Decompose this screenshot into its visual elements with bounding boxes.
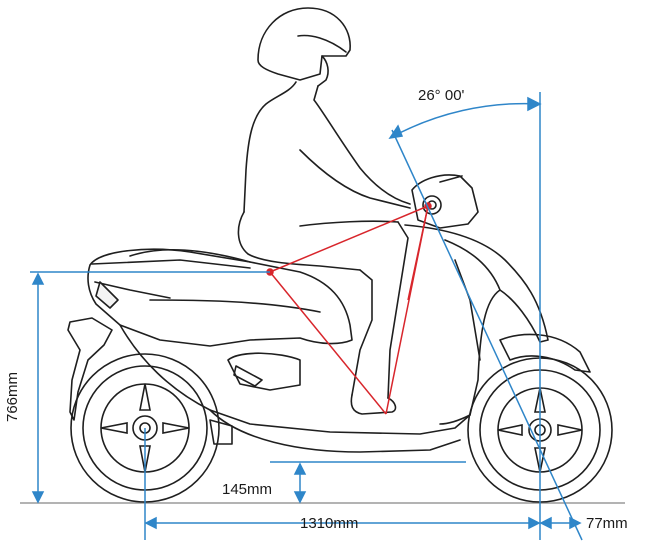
hand-to-foot-line-2: [407, 205, 429, 301]
caster-arrow-left: [388, 124, 404, 140]
hip-to-foot-line: [269, 271, 387, 415]
caster-angle-arc: [389, 102, 541, 139]
ergonomic-triangle: [266, 202, 432, 415]
ground-clearance-label: 145mm: [222, 481, 273, 498]
hip-to-hand-line: [269, 205, 429, 273]
caster-angle-label: 26° 00': [418, 87, 465, 104]
steering-axis-line: [391, 129, 583, 541]
caster-arrow-right: [527, 96, 542, 112]
trail-label: 77mm: [586, 515, 628, 532]
rear-wheel: [70, 353, 220, 503]
dimension-lines: [30, 92, 583, 541]
rider-outline: [237, 7, 411, 415]
seat-height-label: 766mm: [4, 371, 21, 422]
wheelbase-label: 1310mm: [300, 515, 359, 532]
